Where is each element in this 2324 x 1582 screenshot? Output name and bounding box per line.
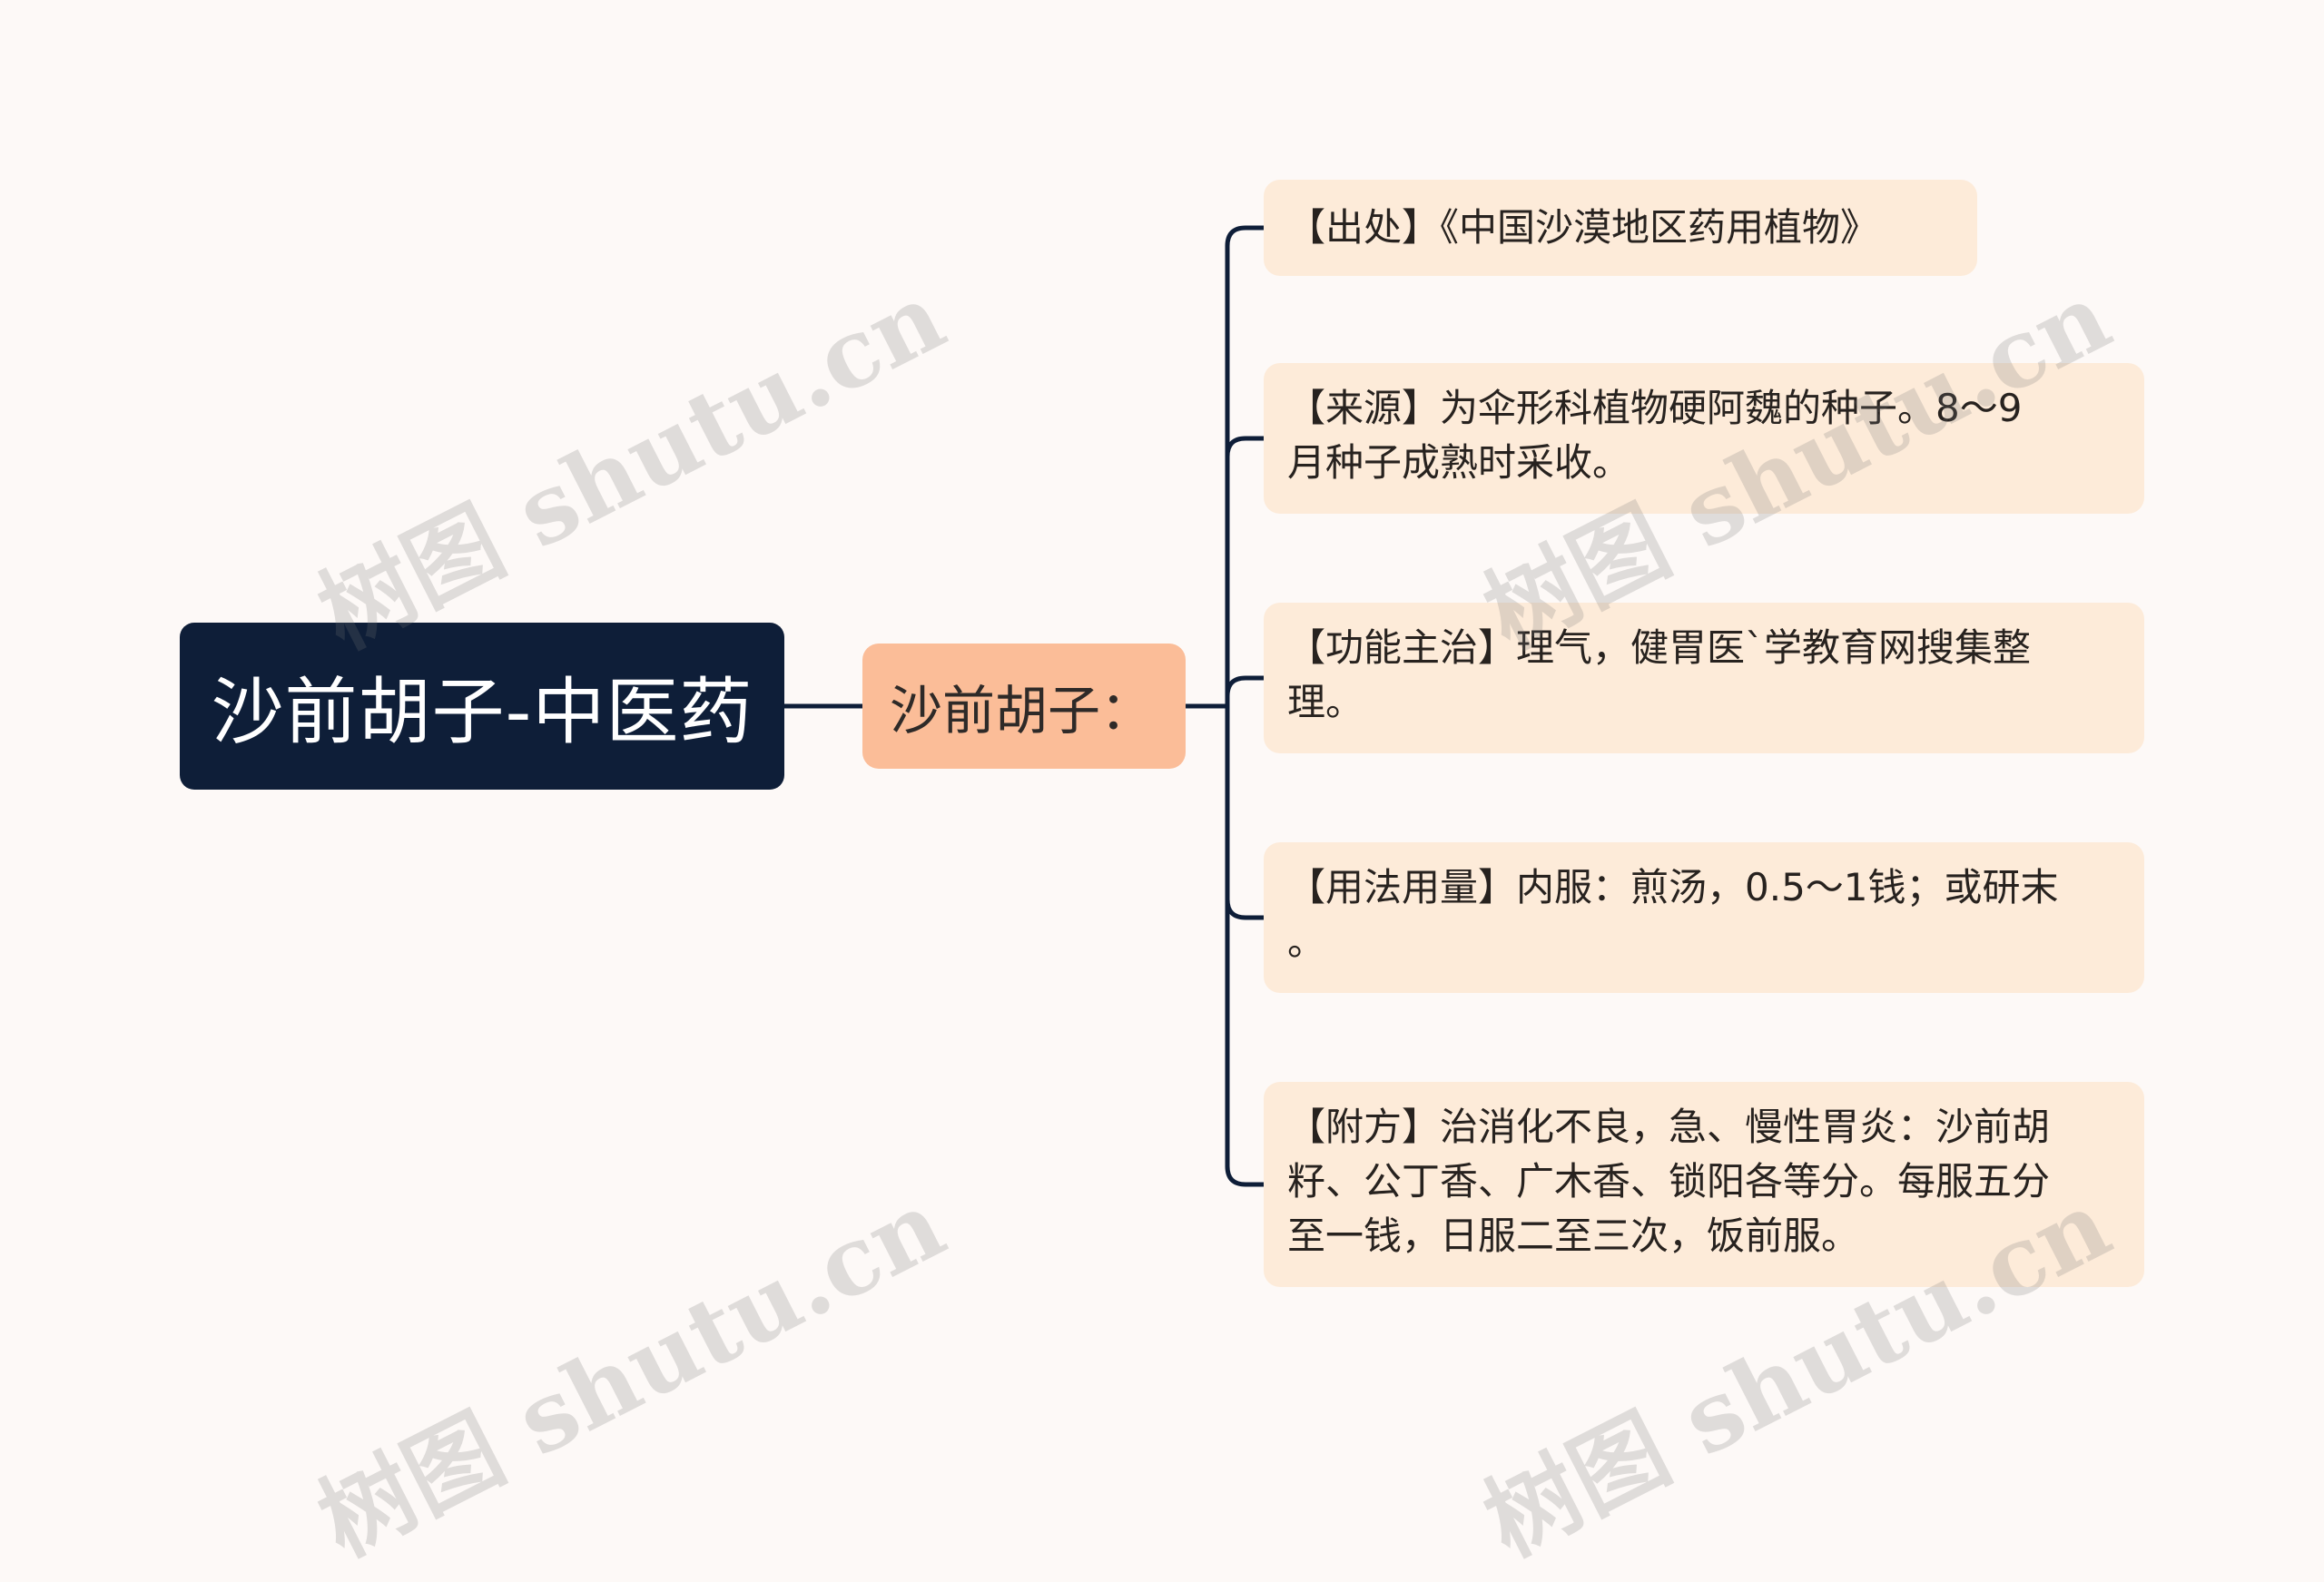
branch-connector-1 [1225,225,1266,709]
leaf-node-dosage[interactable]: 【用法用量】内服：煎汤，0.5～1钱；或研末 。 [1264,842,2144,993]
leaf-text: 【功能主治】理气，健胃医`学教育网搜集整 理。 [1287,625,2032,724]
leaf-text: 【出处】《中国沙漠地区药用植物》 [1287,205,1879,250]
subtopic-label: 沙前胡子： [890,680,1154,742]
leaf-node-source[interactable]: 【出处】《中国沙漠地区药用植物》 [1264,180,1977,276]
leaf-text: 【附方】治消化不良，急、慢性胃炎：沙前胡 籽、公丁香、广木香、锁阳各等分。每服五… [1287,1105,2051,1258]
subtopic-node[interactable]: 沙前胡子： [862,644,1186,769]
root-topic-node[interactable]: 沙前胡子-中医药 [180,623,784,790]
leaf-node-prescription[interactable]: 【附方】治消化不良，急、慢性胃炎：沙前胡 籽、公丁香、广木香、锁阳各等分。每服五… [1264,1082,2144,1287]
branch-connector-2 [1225,436,1266,709]
branch-connector-4 [1225,703,1266,920]
leaf-node-functions[interactable]: 【功能主治】理气，健胃医`学教育网搜集整 理。 [1264,603,2144,753]
leaf-text: 【用法用量】内服：煎汤，0.5～1钱；或研末 。 [1287,865,2059,964]
leaf-text: 【来源】为伞形科植物硬阿魏的种子。8～9 月种子成熟时采收。 [1287,386,2023,485]
connector-lines [782,225,1266,1187]
root-topic-label: 沙前胡子-中医药 [211,670,753,754]
branch-connector-3 [1225,675,1266,709]
branch-connector-5 [1225,703,1266,1187]
leaf-node-origin[interactable]: 【来源】为伞形科植物硬阿魏的种子。8～9 月种子成熟时采收。 [1264,363,2144,514]
